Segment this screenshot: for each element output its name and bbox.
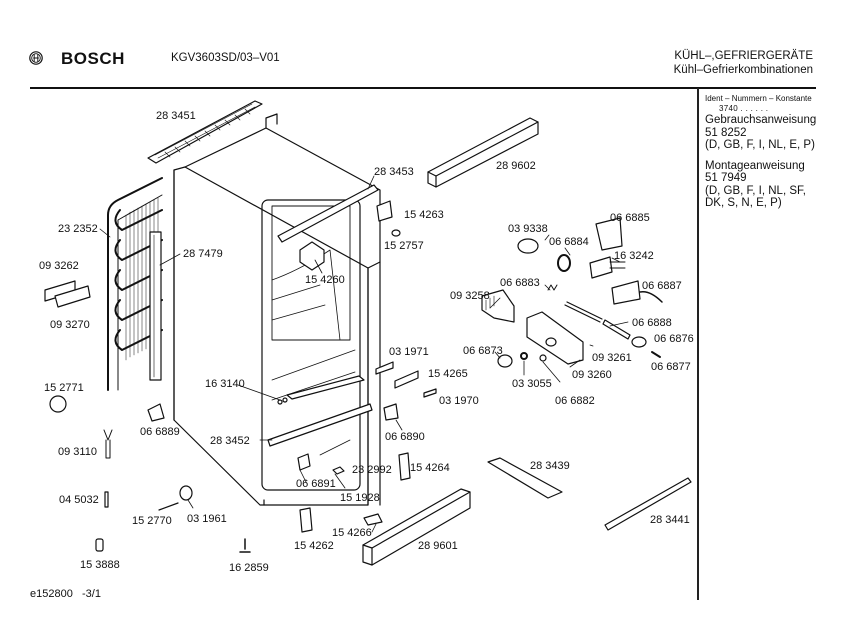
part-label[interactable]: 28 9601 [418,540,458,552]
part-label[interactable]: 28 3439 [530,460,570,472]
part-label[interactable]: 06 6891 [296,478,336,490]
drawing-id: e152800 [30,588,73,600]
door-trim-top [428,118,538,187]
part-label[interactable]: 23 2352 [58,223,98,235]
part-label[interactable]: 15 2757 [384,240,424,252]
part-label[interactable]: 04 5032 [59,494,99,506]
part-label[interactable]: 06 6883 [500,277,540,289]
info-sidebar: Ident – Nummern – Konstante 3740 . . . .… [705,94,816,210]
part-label[interactable]: 15 4262 [294,540,334,552]
model-number: KGV3603SD/03–V01 [171,52,280,64]
part-label[interactable]: 06 6882 [555,395,595,407]
thermostat-parts [482,218,662,367]
part-label[interactable]: 15 2771 [44,382,84,394]
manual1-languages: (D, GB, F, I, NL, E, P) [705,139,815,151]
part-label[interactable]: 03 1970 [439,395,479,407]
category-title: KÜHL–,GEFRIERGERÄTE [674,50,813,62]
part-label[interactable]: 15 4266 [332,527,372,539]
light-cover [300,242,324,270]
cabinet-body [174,114,380,505]
bosch-logo-icon [29,51,43,65]
glass-rail [605,478,691,530]
part-label[interactable]: 09 3110 [58,446,97,458]
manual2-title: Montageanweisung [705,159,805,172]
page-number: -3/1 [82,588,101,600]
manual1-title: Gebrauchsanweisung [705,114,817,126]
ident-value: 3740 . . . . . . [719,104,769,113]
brand-name: BOSCH [61,49,125,68]
part-label[interactable]: 06 6873 [463,345,503,357]
part-label[interactable]: 15 4260 [305,274,345,286]
part-label[interactable]: 06 6889 [140,426,180,438]
part-label[interactable]: 28 3451 [156,110,196,122]
insulation-blocks [45,281,90,307]
condenser-coil [108,178,162,390]
part-label[interactable]: 15 4263 [404,209,444,221]
part-label[interactable]: 06 6888 [632,317,672,329]
part-label[interactable]: 03 1971 [389,346,429,358]
ident-label: Ident – Nummern – Konstante [705,94,812,103]
category-subtitle: Kühl–Gefrierkombinationen [673,64,813,76]
manual2-number: 51 7949 [705,172,747,184]
sidebar-divider [697,88,699,600]
part-label[interactable]: 28 3453 [374,166,414,178]
part-label[interactable]: 06 6877 [651,361,691,373]
part-label[interactable]: 09 3261 [592,352,632,364]
part-label[interactable]: 16 2859 [229,562,269,574]
part-label[interactable]: 15 4264 [410,462,450,474]
shelf-assembly [268,376,372,446]
vent-grille [148,101,262,163]
part-label[interactable]: 28 9602 [496,160,536,172]
manual1-number: 51 8252 [705,126,747,139]
hinge-parts [148,362,436,532]
part-label[interactable]: 06 6887 [642,280,682,292]
part-label[interactable]: 23 2992 [352,464,392,476]
part-label[interactable]: 16 3242 [614,250,654,262]
part-label[interactable]: 03 3055 [512,378,552,390]
leader-lines [100,176,628,532]
grommet [392,230,400,236]
part-label[interactable]: 28 7479 [183,248,223,260]
vertical-channel [150,232,161,380]
door-trim-bottom [363,489,470,565]
part-label[interactable]: 16 3140 [205,378,245,390]
manual2-languages: (D, GB, F, I, NL, SF, [705,184,806,197]
part-label[interactable]: 06 6885 [610,212,650,224]
part-label[interactable]: 15 4265 [428,368,468,380]
manual2-languages-cont: DK, S, N, E, P) [705,197,782,209]
part-label[interactable]: 06 6890 [385,431,425,443]
part-label[interactable]: 03 1961 [187,513,227,525]
part-label[interactable]: 28 3441 [650,514,690,526]
part-label[interactable]: 03 9338 [508,223,548,235]
shelf-rail [488,458,562,498]
bracket [377,201,392,221]
misc-small-parts [50,396,250,552]
part-label[interactable]: 06 6884 [549,236,589,248]
rail [278,185,378,242]
part-label[interactable]: 09 3260 [572,369,612,381]
part-label[interactable]: 28 3452 [210,435,250,447]
header-divider [30,87,816,89]
part-label[interactable]: 15 1928 [340,492,380,504]
part-label[interactable]: 15 2770 [132,515,172,527]
part-label[interactable]: 06 6876 [654,333,694,345]
part-label[interactable]: 15 3888 [80,559,120,571]
part-label[interactable]: 09 3262 [39,260,79,272]
part-label[interactable]: 09 3270 [50,319,90,331]
drawing-reference: e152800 -3/1 [30,588,101,600]
part-label[interactable]: 09 3258 [450,290,490,302]
